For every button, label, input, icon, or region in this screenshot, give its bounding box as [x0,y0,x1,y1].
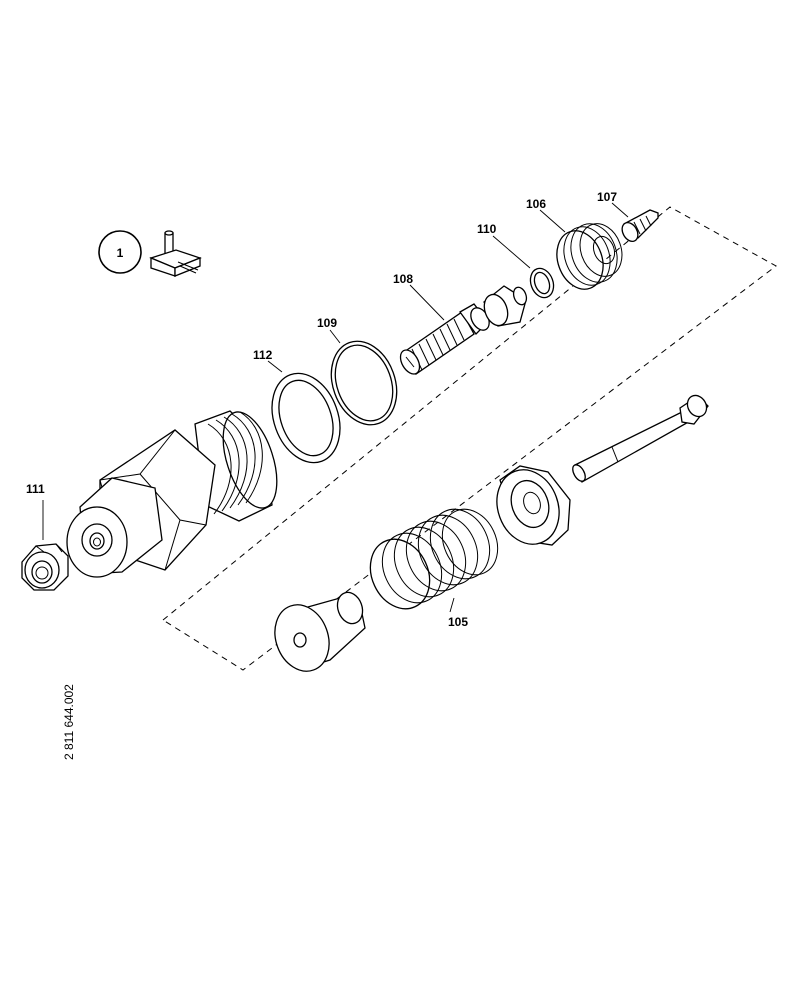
part-109-o-ring [330,340,398,426]
part-107-needle [621,209,659,242]
callout-105: 105 [448,615,468,629]
leader-lines [42,202,629,613]
callout-108: 108 [393,272,413,286]
push-pin [572,394,709,483]
callout-110: 110 [477,222,497,236]
callout-112: 112 [253,348,273,362]
callout-107: 107 [597,190,617,204]
part-105-spring [369,508,499,610]
callout-111: 111 [26,482,45,496]
callout-106: 106 [526,197,546,211]
part-110-ring [529,267,555,299]
assembly-boundary [162,206,777,671]
callout-109: 109 [317,316,337,330]
ref-circle-label: 1 [117,246,124,260]
spring-guide [274,591,366,672]
part-111-nut [21,543,69,591]
injector-body [66,410,278,578]
reference-symbol: 1 [98,230,202,277]
part-106-spring [556,223,623,290]
part-112-washer [271,372,341,464]
part-108-screw [399,303,490,375]
tool-icon [149,230,202,277]
spring-seat-cup [496,465,571,546]
spool-part [483,285,528,327]
drawing-number: 2 811 644.002 [62,684,76,760]
